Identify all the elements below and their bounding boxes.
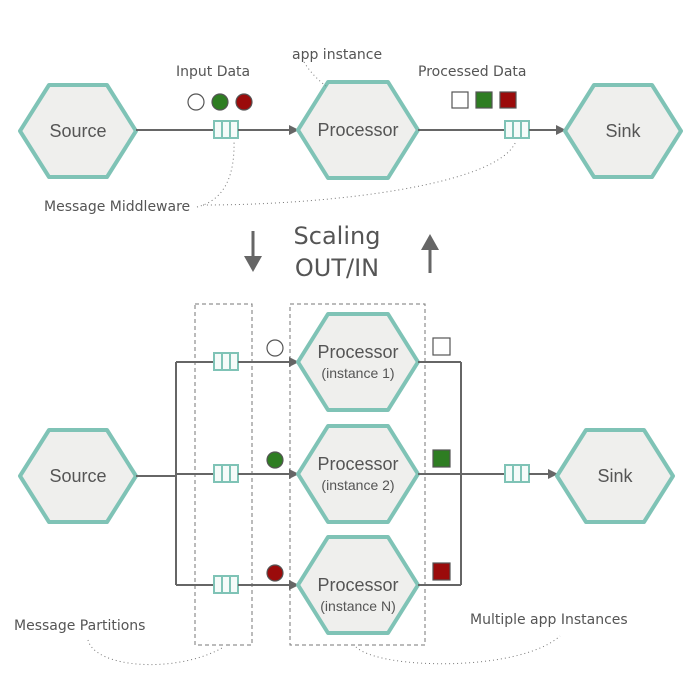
input-white-circle (187, 93, 205, 111)
processor-1-subtitle: (instance 1) (321, 365, 394, 381)
processed-data-label: Processed Data (418, 64, 527, 80)
processor-n-title: Processor (317, 575, 398, 595)
sink-input-queue (504, 464, 530, 483)
multiple-instances-label: Multiple app Instances (470, 612, 628, 628)
scale-down-arrow (244, 231, 262, 272)
bottom-sink-label: Sink (597, 466, 633, 486)
out-in-label: OUT/IN (295, 254, 379, 282)
bottom-source-node: Source (18, 428, 138, 524)
partition-queue-1 (213, 352, 239, 371)
processor-1-title: Processor (317, 342, 398, 362)
input-data-label: Input Data (176, 64, 250, 80)
instances-pointer (355, 635, 561, 665)
partition-queue-n (213, 575, 239, 594)
processor-1-white-square (432, 337, 451, 356)
processor-instance-2: Processor (instance 2) (296, 424, 420, 524)
top-processor-node: Processor (296, 80, 420, 180)
processed-white-square (451, 91, 469, 109)
processor-2-title: Processor (317, 454, 398, 474)
partition-1-white-circle (266, 339, 284, 357)
scale-up-arrow (421, 234, 439, 273)
scaling-label: Scaling (294, 222, 381, 250)
input-red-circle (235, 93, 253, 111)
top-input-queue (213, 120, 239, 139)
top-processor-label: Processor (317, 120, 398, 140)
partition-queue-2 (213, 464, 239, 483)
top-source-node: Source (18, 83, 138, 179)
processor-instance-n: Processor (instance N) (296, 535, 420, 635)
partition-n-red-circle (266, 564, 284, 582)
processor-instance-1: Processor (instance 1) (296, 312, 420, 412)
partition-2-green-circle (266, 451, 284, 469)
bottom-sink-node: Sink (555, 428, 675, 524)
top-source-label: Source (49, 121, 106, 141)
message-middleware-label: Message Middleware (44, 199, 190, 215)
partitions-pointer (87, 639, 223, 666)
processor-n-subtitle: (instance N) (320, 598, 395, 614)
top-output-queue (504, 120, 530, 139)
top-sink-node: Sink (563, 83, 683, 179)
top-sink-label: Sink (605, 121, 641, 141)
processor-n-red-square (432, 562, 451, 581)
processor-2-subtitle: (instance 2) (321, 477, 394, 493)
app-instance-label: app instance (292, 47, 382, 63)
middleware-pointer-left (196, 139, 235, 208)
processed-green-square (475, 91, 493, 109)
processed-red-square (499, 91, 517, 109)
processor-2-green-square (432, 449, 451, 468)
input-green-circle (211, 93, 229, 111)
message-partitions-label: Message Partitions (14, 618, 145, 634)
app-instance-pointer (303, 61, 327, 87)
bottom-source-label: Source (49, 466, 106, 486)
